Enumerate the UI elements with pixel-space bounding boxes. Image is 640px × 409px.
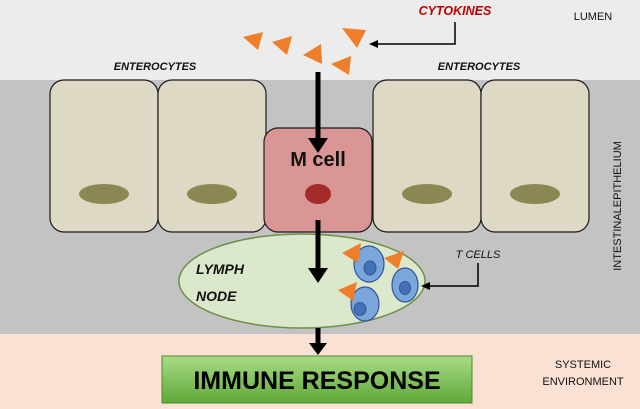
t-cell-nucleus <box>363 260 377 276</box>
cytokine-icon <box>243 32 263 50</box>
enterocytes-left-label: ENTEROCYTES <box>114 61 197 73</box>
bound-cytokines-group <box>338 243 404 301</box>
cytokines-group <box>243 28 366 75</box>
arrowhead-icon <box>421 282 430 290</box>
t-cells-pointer <box>430 263 479 287</box>
systemic-label-line1: SYSTEMIC <box>555 359 611 371</box>
m-cell-label: M cell <box>290 149 346 171</box>
m-cell-nucleus <box>305 184 331 204</box>
cytokine-icon <box>342 243 361 263</box>
enterocyte <box>480 79 590 233</box>
lumen-label: LUMEN <box>574 11 613 23</box>
enterocytes-left-group <box>49 79 267 233</box>
t-cell <box>391 267 419 303</box>
t-cell-nucleus <box>399 281 411 295</box>
enterocytes-right-label: ENTEROCYTES <box>438 61 521 73</box>
enterocyte-nucleus <box>187 184 237 204</box>
lymph-node <box>178 233 426 329</box>
cytokine-icon <box>303 44 322 64</box>
cytokine-icon <box>384 251 404 269</box>
enterocytes-right-group <box>372 79 590 233</box>
arrowhead-icon <box>308 268 328 283</box>
systemic-label-line2: ENVIRONMENT <box>542 376 624 388</box>
enterocyte <box>157 79 267 233</box>
lymph-node-label-line2: NODE <box>196 288 237 304</box>
intestinal-epithelium-label: INTESTINALEPITHELIUM <box>612 141 624 271</box>
cytokines-pointer <box>378 22 456 45</box>
arrowhead-icon <box>309 343 327 355</box>
cytokine-icon <box>342 28 366 48</box>
cytokines-label: CYTOKINES <box>419 4 492 18</box>
cytokine-icon <box>338 282 357 301</box>
t-cell-nucleus <box>353 302 367 316</box>
enterocyte-nucleus <box>79 184 129 204</box>
enterocyte-nucleus <box>510 184 560 204</box>
t-cell <box>350 286 380 322</box>
flow-arrows <box>308 72 328 355</box>
cytokine-icon <box>331 56 351 75</box>
lymph-node-label-line1: LYMPH <box>196 261 245 277</box>
enterocyte-nucleus <box>402 184 452 204</box>
cytokine-icon <box>272 36 292 55</box>
immune-response-box <box>161 355 473 404</box>
t-cells-label: T CELLS <box>456 249 501 261</box>
arrowhead-icon <box>308 138 328 153</box>
arrowhead-icon <box>369 40 378 48</box>
t-cell-body <box>350 286 380 322</box>
lumen-band <box>0 0 640 80</box>
t-cell <box>353 245 385 283</box>
enterocyte <box>49 79 159 233</box>
enterocyte <box>372 79 482 233</box>
immune-response-label: IMMUNE RESPONSE <box>193 367 440 395</box>
